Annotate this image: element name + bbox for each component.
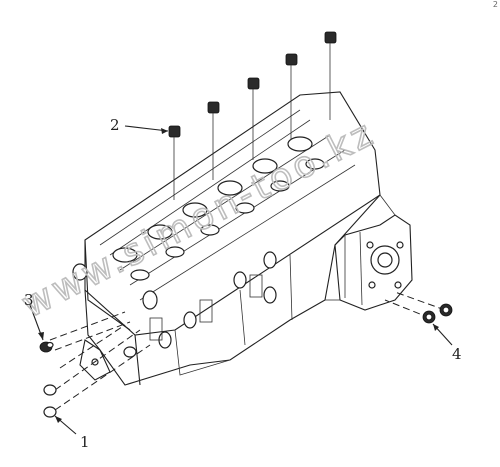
leader-2 — [124, 125, 169, 132]
callout-2: 2 — [110, 116, 120, 134]
o-rings — [43, 324, 151, 418]
side-ports — [72, 251, 277, 349]
leader-lines — [29, 125, 453, 435]
cylinder-head-assembly — [72, 91, 381, 386]
head-bolt — [247, 77, 260, 160]
rocker-arm-row — [99, 109, 356, 301]
head-bolt — [324, 31, 337, 120]
head-bolt — [168, 125, 181, 200]
front-bracket — [79, 339, 111, 381]
callout-3: 3 — [24, 291, 34, 309]
corner-mark: 2 — [492, 0, 498, 9]
watermark-text: www.simon-too.kz — [15, 112, 382, 326]
callout-1: 1 — [80, 433, 90, 451]
head-bolt — [207, 101, 220, 180]
plug-fitting — [39, 311, 131, 353]
head-bolt — [285, 53, 298, 140]
leader-4-arrow — [433, 324, 439, 331]
head-bolts — [168, 31, 337, 200]
rear-fittings — [384, 291, 453, 324]
leader-3-arrow — [38, 332, 44, 340]
watermark: www.simon-too.kz — [15, 111, 383, 327]
callout-4: 4 — [452, 345, 462, 363]
leader-2-arrow — [161, 128, 168, 134]
rear-housing — [325, 194, 413, 311]
leader-1-arrow — [55, 416, 62, 423]
